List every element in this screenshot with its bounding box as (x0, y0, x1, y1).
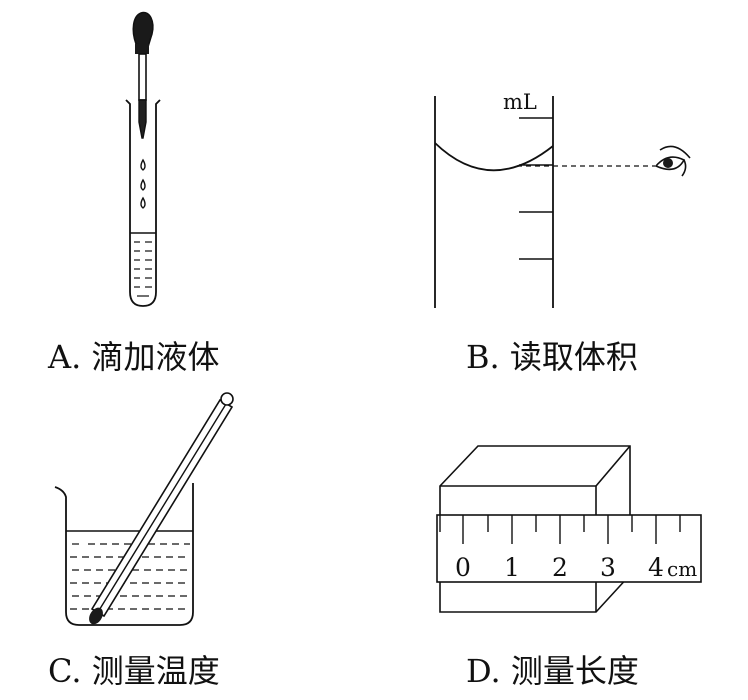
panel-a-figure (125, 11, 161, 307)
caption-c: C. 测量温度 (48, 652, 220, 690)
test-tube (125, 99, 161, 307)
ruler-tick-labels: 0 1 2 3 4 cm (455, 553, 697, 582)
dropper-tube (138, 53, 147, 101)
beaker (54, 483, 194, 626)
ruler-tick-label: 1 (504, 553, 520, 582)
liquid-drop (140, 178, 146, 191)
thermometer-top-ring (220, 392, 234, 406)
cylinder-graduations (519, 117, 553, 260)
panel-d-figure (436, 445, 702, 613)
cylinder-unit-label: mL (503, 90, 537, 114)
ruler (436, 514, 702, 583)
test-tube-liquid (130, 232, 156, 297)
meniscus (434, 142, 554, 172)
liquid-drop (140, 196, 146, 209)
liquid-drop (140, 158, 146, 171)
ruler-ticks (439, 515, 681, 544)
caption-d: D. 测量长度 (466, 652, 639, 690)
eye-icon (654, 145, 691, 177)
thermometer (89, 392, 234, 625)
caption-a: A. 滴加液体 (48, 338, 220, 376)
ruler-unit-label: cm (667, 557, 697, 581)
ruler-tick-label: 2 (552, 553, 568, 582)
ruler-tick-label: 3 (600, 553, 616, 582)
panel-b-figure: mL (434, 90, 691, 308)
ruler-tick-label: 4 (648, 553, 664, 582)
ruler-tick-label: 0 (455, 553, 471, 582)
caption-b: B. 读取体积 (466, 338, 638, 376)
thermometer-bulb (89, 607, 103, 625)
panel-c-figure (54, 392, 234, 626)
dropper-bulb (132, 11, 154, 48)
